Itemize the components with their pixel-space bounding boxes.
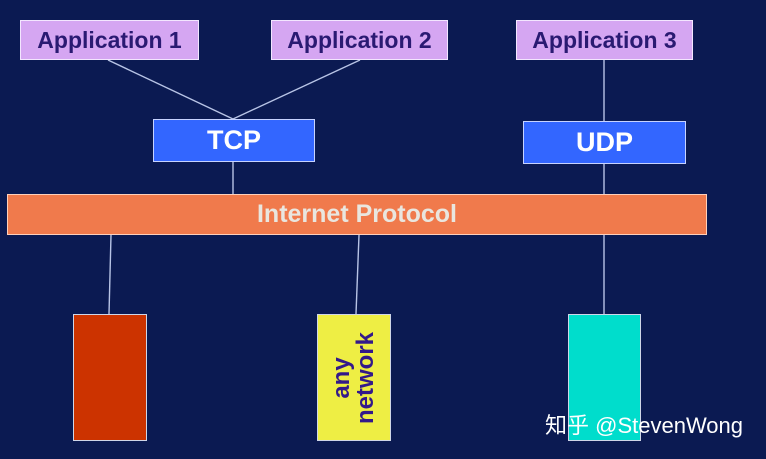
udp-label: UDP — [575, 127, 633, 157]
tcp-box: TCP — [153, 119, 315, 162]
internet-protocol-bar: Internet Protocol — [7, 194, 707, 235]
connector-ip-network-yellow — [355, 234, 360, 315]
internet-protocol-label: Internet Protocol — [256, 200, 457, 228]
udp-box: UDP — [523, 121, 686, 164]
tcp-label: TCP — [207, 125, 261, 155]
any-network-label: any network — [328, 331, 379, 424]
zhihu-watermark: 知乎 @StevenWong — [545, 413, 744, 438]
application-3-label: Application 3 — [532, 26, 677, 53]
connector-ip-network-red — [108, 234, 112, 315]
application-2-box: Application 2 — [271, 20, 448, 60]
connector-app2-tcp — [232, 59, 361, 120]
application-3-box: Application 3 — [516, 20, 693, 60]
application-1-box: Application 1 — [20, 20, 199, 60]
network-box-cyan — [568, 314, 641, 441]
network-box-red — [73, 314, 147, 441]
application-1-label: Application 1 — [37, 26, 182, 53]
any-network-line-2: network — [352, 331, 379, 424]
connector-app1-tcp — [107, 59, 234, 120]
any-network-line-1: any — [328, 356, 355, 399]
application-2-label: Application 2 — [287, 26, 432, 53]
network-box-any-network: any network — [317, 314, 391, 441]
